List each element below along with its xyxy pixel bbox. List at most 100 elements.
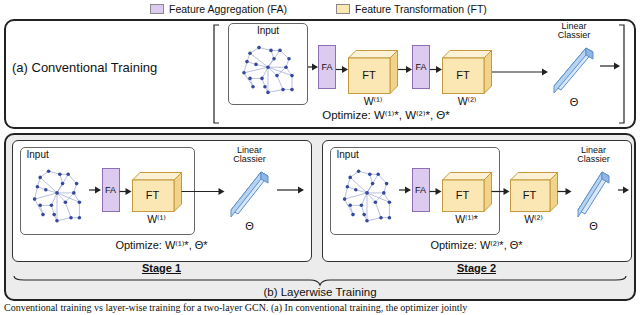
bracket [214, 25, 219, 123]
output-arrow [277, 189, 299, 190]
graph-edge [344, 192, 366, 198]
node-label: W⁽¹⁾* [434, 213, 500, 225]
node-label: FA [319, 46, 335, 88]
connector-line [430, 69, 437, 70]
graph-vertex [365, 191, 369, 195]
cube-side [390, 51, 398, 94]
cube-side [174, 172, 182, 211]
graph-vertex [368, 172, 372, 176]
graph-vertex [266, 91, 270, 95]
graph-vertex [387, 215, 391, 219]
input-box: Input [228, 23, 308, 105]
graph-vertex [72, 191, 76, 195]
cube-front [443, 58, 485, 94]
bar-side [261, 172, 268, 183]
graph-edge [367, 174, 378, 193]
arrow-head [542, 69, 548, 76]
bar-side [586, 48, 593, 59]
node-label: Linear Classier [548, 22, 600, 41]
graph-illustration [235, 39, 301, 101]
arrow-head [95, 187, 101, 194]
graph-vertex [38, 175, 42, 179]
graph-edge [57, 174, 68, 193]
arrow-head [219, 188, 225, 195]
graph-edge [344, 186, 347, 198]
arrow-head [312, 64, 318, 71]
graph-edge [388, 202, 389, 218]
cube-front [132, 180, 174, 212]
graph-edge [268, 90, 283, 93]
connector [558, 188, 572, 195]
graph-edge [268, 67, 292, 75]
arrow-head [436, 188, 442, 195]
input-box: InputFAFTW⁽¹⁾ [20, 147, 195, 235]
output-arrow [600, 65, 615, 66]
graph-vertex [257, 46, 261, 50]
node-label: Θ [572, 220, 616, 233]
graph-edge [68, 174, 76, 183]
connector [492, 188, 510, 195]
node-label: Optimize: W⁽¹⁾*, Θ* [13, 239, 310, 252]
graph-vertex [365, 219, 369, 223]
arrow-head [436, 66, 442, 73]
node-label: FA [413, 46, 429, 88]
cube-front [442, 180, 484, 212]
cube-side [550, 172, 558, 211]
arrow-head [406, 66, 412, 73]
connector [430, 188, 442, 195]
graph-edge [378, 174, 386, 183]
graph-edge [65, 192, 73, 201]
node-label: FA [103, 169, 119, 211]
graph-vertex [58, 172, 62, 176]
graph-vertex [272, 57, 276, 61]
connector-line [308, 66, 313, 67]
node-label: Linear Classier [572, 146, 616, 165]
graph-vertex [32, 197, 36, 201]
arrow-head [566, 188, 572, 195]
aggregation-box: FA [318, 45, 336, 89]
graph-vertex [384, 181, 388, 185]
node-label: Θ [225, 220, 275, 233]
graph-vertex [370, 181, 374, 185]
connector [430, 66, 442, 73]
graph-edge [367, 217, 381, 220]
graph-vertex [290, 74, 294, 78]
arrow-head [342, 66, 348, 73]
training-panel: (b) Layerwise TrainingOptimize: W⁽¹⁾*, Θ… [4, 133, 636, 301]
transformation-cube: FTW⁽¹⁾ [132, 172, 182, 212]
graph-edge [292, 76, 293, 90]
connector [182, 188, 225, 195]
graph-edge [280, 50, 289, 58]
node-label: FT [442, 69, 484, 82]
graph-vertex [290, 88, 294, 92]
graph-vertex [376, 172, 380, 176]
connector [398, 66, 412, 73]
graph-edge [262, 67, 268, 78]
graph-vertex [63, 200, 67, 204]
graph-vertex [266, 65, 270, 69]
graph-vertex [69, 215, 73, 219]
node-label: (a) Conventional Training [12, 61, 212, 76]
graph-edge [57, 192, 74, 193]
node-label: FT [442, 189, 484, 202]
graph-vertex [46, 169, 50, 173]
node-label: Linear Classier [225, 146, 275, 165]
legend-swatch [336, 4, 350, 14]
cube-top [442, 172, 491, 180]
graph-vertex [55, 191, 59, 195]
transformation-cube: FTW⁽²⁾ [510, 172, 558, 212]
connector-line [398, 69, 407, 70]
graph-edge [344, 199, 352, 215]
node-label: FT [348, 69, 390, 82]
graph-vertex [74, 181, 78, 185]
graph-vertex [260, 77, 264, 81]
node-label: W⁽²⁾ [502, 213, 566, 225]
graph-vertex [245, 60, 249, 64]
node-label: Stage 1 [13, 263, 310, 275]
graph-edge [350, 177, 367, 193]
graph-edge [78, 202, 79, 218]
connector-line [120, 191, 127, 192]
graph-vertex [248, 51, 252, 55]
